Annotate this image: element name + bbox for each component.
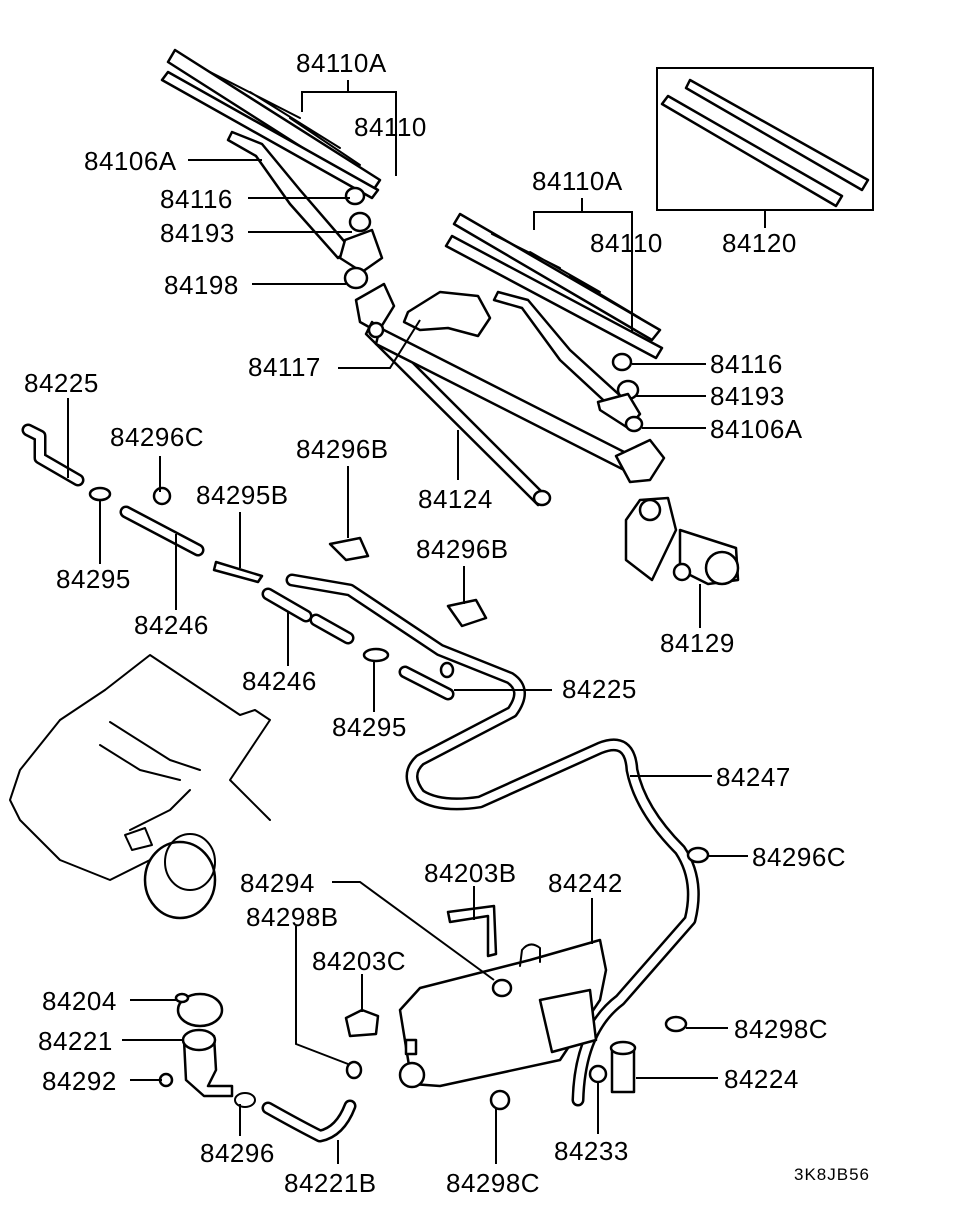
callout-84294: 84294 — [240, 868, 315, 898]
callout-84198: 84198 — [164, 270, 239, 300]
callout-labels: 84110A 84110 84106A 84116 84193 84198 84… — [24, 48, 870, 1198]
diagram-code: 3K8JB56 — [794, 1165, 870, 1184]
callout-84129: 84129 — [660, 628, 735, 658]
callout-84296C-right: 84296C — [752, 842, 846, 872]
cowl-cover — [402, 290, 492, 338]
callout-84233: 84233 — [554, 1136, 629, 1166]
washer-hoses — [21, 423, 700, 1107]
callout-84221: 84221 — [38, 1026, 113, 1056]
callout-84295-mid: 84295 — [332, 712, 407, 742]
hose-connectors — [88, 486, 710, 1111]
callout-84296B-mid: 84296B — [416, 534, 509, 564]
callout-84292: 84292 — [42, 1066, 117, 1096]
callout-84225-left: 84225 — [24, 368, 99, 398]
callout-84116-left: 84116 — [160, 184, 233, 214]
callout-84110A-left: 84110A — [296, 48, 387, 78]
callout-84298C-bottom: 84298C — [446, 1168, 540, 1198]
callout-84117: 84117 — [248, 352, 321, 382]
callout-84116-right: 84116 — [710, 349, 783, 379]
left-wiper-arm — [226, 130, 396, 334]
callout-84110-right: 84110 — [590, 228, 663, 258]
washer-motor — [588, 1040, 637, 1094]
callout-84242: 84242 — [548, 868, 623, 898]
leader-lines — [67, 80, 748, 1164]
callout-84203B: 84203B — [424, 858, 517, 888]
callout-84298B: 84298B — [246, 902, 339, 932]
callout-84124: 84124 — [418, 484, 493, 514]
callout-84295B: 84295B — [196, 480, 289, 510]
callout-84296: 84296 — [200, 1138, 275, 1168]
callout-84204: 84204 — [42, 986, 117, 1016]
callout-84120: 84120 — [722, 228, 797, 258]
right-wiper-arm — [492, 290, 644, 433]
callout-84295-left: 84295 — [56, 564, 131, 594]
callout-84296C-top: 84296C — [110, 422, 204, 452]
callout-84106A-right: 84106A — [710, 414, 803, 444]
filler-cap-assembly — [158, 992, 363, 1143]
callout-84225-right: 84225 — [562, 674, 637, 704]
wiper-linkage — [364, 320, 666, 507]
vehicle-sketch — [9, 654, 271, 920]
callout-84106A-left: 84106A — [84, 146, 177, 176]
callout-84193-right: 84193 — [710, 381, 785, 411]
right-wiper-blade — [444, 212, 664, 360]
callout-84298C-right: 84298C — [734, 1014, 828, 1044]
wiper-motor — [624, 496, 740, 628]
callout-84296B-top: 84296B — [296, 434, 389, 464]
callout-84224: 84224 — [724, 1064, 799, 1094]
washer-reservoir — [344, 904, 608, 1089]
callout-84221B: 84221B — [284, 1168, 377, 1198]
refill-inset — [656, 67, 874, 228]
callout-84246-mid: 84246 — [242, 666, 317, 696]
left-wiper-blade — [160, 48, 382, 200]
callout-84203C: 84203C — [312, 946, 406, 976]
callout-84110-left: 84110 — [354, 112, 427, 142]
callout-84246-left: 84246 — [134, 610, 209, 640]
callout-84247: 84247 — [716, 762, 791, 792]
callout-84193-left: 84193 — [160, 218, 235, 248]
callout-84110A-right: 84110A — [532, 166, 623, 196]
